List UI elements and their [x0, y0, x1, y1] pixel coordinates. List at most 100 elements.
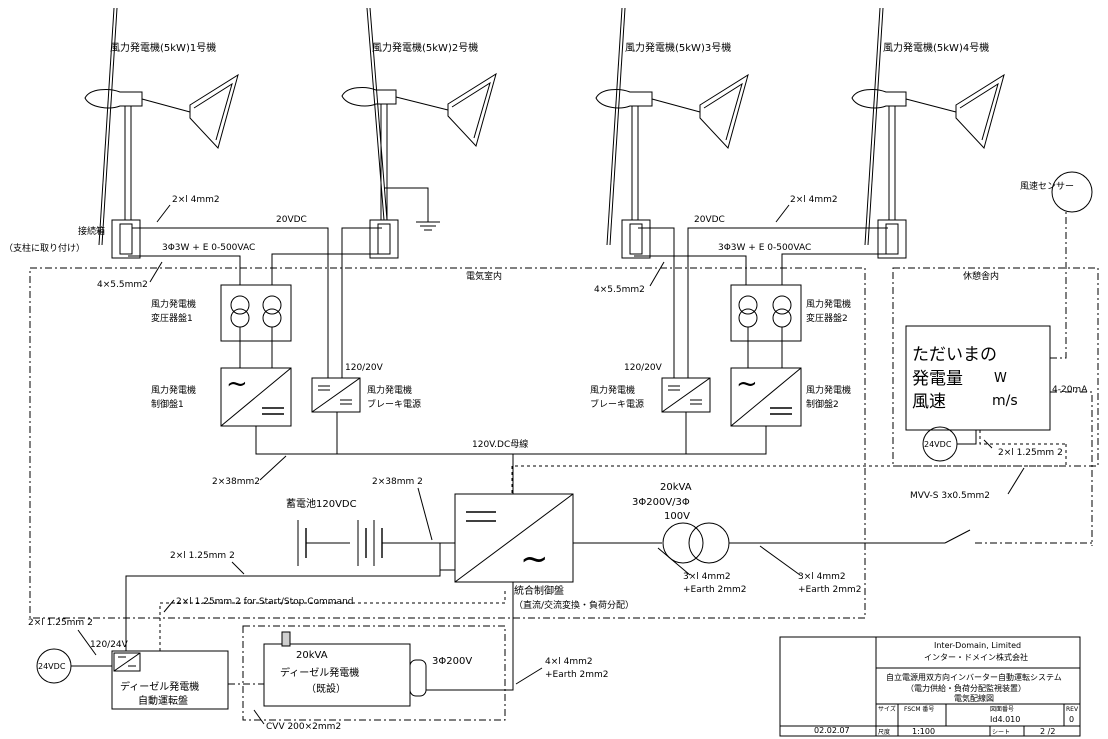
- svg-text:Id4.010: Id4.010: [990, 715, 1020, 724]
- svg-text:0: 0: [1069, 715, 1074, 724]
- junction-box-subtitle: （支柱に取り付け）: [4, 242, 85, 254]
- electric-room-boundary: [29, 267, 866, 619]
- svg-text:（電力供給・負荷分配監視装置）: （電力供給・負荷分配監視装置）: [906, 683, 1026, 693]
- ac-symbol-icon: ~: [736, 369, 758, 399]
- wind-turbine-2: 風力発電機(5kW)2号機: [341, 7, 497, 259]
- brake-supply-1: 120/20V 風力発電機 ブレーキ電源: [311, 363, 421, 413]
- title-block: Inter-Domain, Limited インター・ドメイン株式会社 自立電源…: [779, 636, 1081, 737]
- svg-text:120/24V: 120/24V: [90, 640, 129, 650]
- diesel-auto-panel: ディーゼル発電機 自動運転盤 120/24V: [90, 640, 229, 710]
- cable-label: 2×l 4mm2: [790, 195, 838, 205]
- svg-text:FSCM 番号: FSCM 番号: [904, 706, 934, 713]
- top-wiring: 2×l 4mm2 20VDC 3Φ3W + E 0-500VAC 4×5.5mm…: [97, 195, 892, 378]
- turbine-nacelle: [851, 89, 907, 109]
- svg-text:ブレーキ電源: ブレーキ電源: [367, 398, 421, 410]
- power-display: ただいまの 発電量 W 風速 m/s 4-20mA: [905, 325, 1088, 431]
- svg-text:サイズ: サイズ: [878, 705, 896, 713]
- svg-text:ただいまの: ただいまの: [912, 345, 997, 365]
- svg-text:REV: REV: [1066, 706, 1079, 713]
- main-transformer: 20kVA 3Φ200V/3Φ 100V 3×l 4mm2 +Earth 2mm…: [632, 482, 940, 595]
- svg-text:風力発電機: 風力発電機: [806, 384, 851, 396]
- svg-text:3Φ200V/3Φ: 3Φ200V/3Φ: [632, 497, 690, 508]
- svg-text:2×l 1.25mm 2: 2×l 1.25mm 2: [170, 551, 235, 561]
- dc-bus: 120V.DC母線 2×38mm2: [212, 412, 767, 494]
- svg-text:2×l 1.25mm 2: 2×l 1.25mm 2: [28, 618, 93, 628]
- turbine-nacelle: [341, 87, 397, 107]
- turbine-blade: [606, 7, 623, 246]
- transformer-coil-icon: [230, 295, 250, 315]
- turbine-nacelle: [595, 89, 653, 109]
- wind-turbine-4: 風力発電機(5kW)4号機: [851, 7, 1005, 259]
- svg-text:+Earth 2mm2: +Earth 2mm2: [545, 670, 609, 680]
- svg-text:風力発電機: 風力発電機: [590, 384, 635, 396]
- start-stop-line: [159, 590, 506, 651]
- generator-boundary: [242, 625, 506, 721]
- battery: 蓄電池120VDC 2×38mm 2: [286, 477, 455, 566]
- svg-text:+Earth 2mm2: +Earth 2mm2: [683, 585, 747, 595]
- svg-text:制御盤1: 制御盤1: [151, 398, 184, 410]
- transformer-coil-icon: [738, 295, 758, 315]
- svg-text:Inter-Domain, Limited: Inter-Domain, Limited: [934, 641, 1021, 650]
- svg-text:自動運転盤: 自動運転盤: [138, 694, 188, 707]
- electric-room-label: 電気室内: [466, 270, 502, 282]
- svg-text:風力発電機: 風力発電機: [151, 298, 196, 310]
- svg-text:20kVA: 20kVA: [296, 650, 328, 661]
- junction-box-title: 接続箱: [78, 225, 105, 237]
- ac-symbol-icon: ~: [520, 539, 549, 579]
- svg-text:100V: 100V: [664, 511, 690, 522]
- turbine-tail-vane: [955, 73, 1005, 149]
- svg-text:（直流/交流変換・負荷分配）: （直流/交流変換・負荷分配）: [514, 599, 634, 611]
- rest-room-boundary: [892, 267, 1099, 467]
- svg-text:+Earth 2mm2: +Earth 2mm2: [798, 585, 862, 595]
- wind-sensor: [1051, 171, 1093, 213]
- transformer-coil-icon: [262, 295, 282, 315]
- svg-text:シート: シート: [992, 729, 1010, 736]
- svg-text:2×38mm 2: 2×38mm 2: [372, 477, 423, 487]
- battery-label: 蓄電池120VDC: [286, 497, 357, 510]
- room-boundaries: 電気室内 休憩舎内: [29, 267, 1099, 721]
- turbine-label: 風力発電機(5kW)1号機: [110, 41, 216, 54]
- svg-text:W: W: [994, 371, 1007, 386]
- svg-text:2×38mm2: 2×38mm2: [212, 477, 260, 487]
- svg-text:（既設）: （既設）: [306, 682, 346, 695]
- svg-text:風力発電機: 風力発電機: [367, 384, 412, 396]
- integrated-control-panel: ~ 統合制御盤 （直流/交流変換・負荷分配）: [454, 493, 634, 611]
- svg-text:尺度: 尺度: [878, 728, 890, 736]
- turbine-tail-vane: [447, 72, 497, 147]
- svg-text:4×l 4mm2: 4×l 4mm2: [545, 657, 593, 667]
- wind-turbine-1: 風力発電機(5kW)1号機: [84, 7, 239, 259]
- svg-text:ディーゼル発電機: ディーゼル発電機: [120, 680, 199, 693]
- svg-text:m/s: m/s: [992, 393, 1018, 409]
- junction-box: [369, 219, 399, 259]
- svg-text:24VDC: 24VDC: [924, 440, 952, 449]
- cable-label: 2×l 4mm2: [172, 195, 220, 205]
- cable-label: 20VDC: [694, 215, 725, 225]
- cable-label: 4×5.5mm2: [594, 285, 645, 295]
- svg-text:MVV-S 3x0.5mm2: MVV-S 3x0.5mm2: [910, 491, 990, 501]
- svg-text:4-20mA: 4-20mA: [1052, 385, 1088, 395]
- turbine-blade: [366, 7, 387, 246]
- switch-icon: [944, 529, 971, 544]
- psu-24vdc-diesel: 24VDC: [36, 648, 112, 684]
- svg-text:120/20V: 120/20V: [624, 363, 663, 373]
- svg-text:02.02.07: 02.02.07: [814, 726, 850, 735]
- svg-text:図面番号: 図面番号: [990, 706, 1014, 713]
- control-panel-2: ~ 風力発電機 制御盤2: [730, 367, 851, 427]
- dc-bus-label: 120V.DC母線: [472, 438, 528, 450]
- svg-text:3×l 4mm2: 3×l 4mm2: [683, 572, 731, 582]
- psu-24vdc-rest: 24VDC 2×l 1.25mm 2: [922, 426, 1066, 462]
- wind-sensor-label: 風速センサー: [1020, 181, 1074, 192]
- transformer-panel-1: 風力発電機 変圧器盤1: [151, 284, 292, 368]
- svg-text:制御盤2: 制御盤2: [806, 398, 839, 410]
- turbine-label: 風力発電機(5kW)4号機: [883, 41, 989, 54]
- turbine-tail-vane: [699, 73, 749, 149]
- cable-label: 3Φ3W + E 0-500VAC: [718, 243, 811, 253]
- transformer-coil-icon: [662, 522, 704, 564]
- rest-room-label: 休憩舎内: [963, 270, 999, 282]
- control-panel-1: ~ 風力発電機 制御盤1: [151, 367, 292, 427]
- cable-label: 4×5.5mm2: [97, 280, 148, 290]
- signal-line: [511, 444, 1067, 494]
- diesel-generator: 20kVA ディーゼル発電機 （既設） 3Φ200V: [263, 631, 472, 707]
- svg-text:1:100: 1:100: [912, 727, 935, 736]
